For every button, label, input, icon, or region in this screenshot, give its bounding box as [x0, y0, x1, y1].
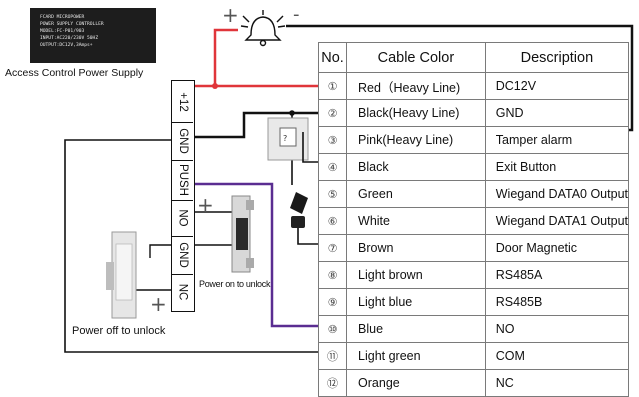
sensor-wire	[297, 228, 320, 245]
cable-description: Wiegand DATA1 Output	[484, 207, 630, 235]
cable-color: Brown	[346, 234, 486, 262]
row-number: ⑦	[317, 234, 348, 262]
cable-color: Light blue	[346, 288, 486, 316]
cable-color: Light green	[346, 342, 486, 370]
minus-sign: -	[293, 4, 300, 25]
plus-sign: +	[150, 292, 167, 316]
cable-color: Black(Heavy Line)	[346, 99, 486, 127]
cable-description: Wiegand DATA0 Output	[484, 180, 630, 208]
terminal-push: PUSH	[176, 164, 189, 196]
cable-description: COM	[484, 342, 630, 370]
row-number: ⑨	[317, 288, 348, 316]
plus-sign: +	[222, 3, 239, 27]
column-header-no: No.	[317, 42, 348, 73]
row-number: ④	[317, 153, 348, 181]
power-off-lock-icon	[106, 231, 137, 319]
terminal-nc: NC	[176, 283, 189, 301]
red-wire	[195, 28, 238, 88]
row-number: ⑥	[317, 207, 348, 235]
table-header-row: No. Cable Color Description	[317, 42, 630, 73]
cable-description: Exit Button	[484, 153, 630, 181]
psu-line: OUTPUT:DC12V,3Amps+	[40, 43, 93, 48]
cable-description: NO	[484, 315, 630, 343]
psu-caption: Access Control Power Supply	[5, 67, 144, 79]
exit-wire	[302, 132, 320, 163]
power-on-lock-icon	[231, 195, 254, 273]
terminal-12v: +12	[176, 91, 189, 112]
psu-line: MODEL:FC-P01/903	[40, 29, 85, 34]
cable-description: RS485A	[484, 261, 630, 289]
psu-line: INPUT:AC220/230V 50HZ	[40, 36, 99, 41]
column-header-color: Cable Color	[346, 42, 486, 73]
row-number: ⑩	[317, 315, 348, 343]
cable-color: Orange	[346, 369, 486, 397]
terminal-gnd: GND	[176, 128, 189, 154]
svg-text:?: ?	[283, 134, 287, 143]
column-header-description: Description	[484, 42, 630, 73]
power-off-lock-caption: Power off to unlock	[72, 325, 166, 337]
cable-color: Blue	[346, 315, 486, 343]
com-wire	[64, 139, 320, 353]
power-supply-panel: FCARD MICROPOWER POWER SUPPLY CONTROLLER…	[30, 8, 156, 63]
cable-description: NC	[484, 369, 630, 397]
cable-color: Black	[346, 153, 486, 181]
cable-description: Door Magnetic	[484, 234, 630, 262]
cable-color: Red（Heavy Line)	[346, 72, 486, 100]
cable-color: Pink(Heavy Line)	[346, 126, 486, 154]
door-sensor-icon	[290, 192, 308, 228]
terminal-block: +12 GND PUSH NO GND NC	[171, 80, 195, 312]
cable-color: Green	[346, 180, 486, 208]
row-number: ⑪	[317, 342, 348, 370]
purple-wire	[195, 182, 320, 328]
row-number: ⑧	[317, 261, 348, 289]
cable-description: RS485B	[484, 288, 630, 316]
psu-line: POWER SUPPLY CONTROLLER	[40, 22, 104, 27]
terminal-gnd-2: GND	[176, 242, 189, 268]
cable-description: DC12V	[484, 72, 630, 100]
row-number: ③	[317, 126, 348, 154]
row-number: ①	[317, 72, 348, 100]
row-number: ⑤	[317, 180, 348, 208]
cable-color: White	[346, 207, 486, 235]
psu-line: FCARD MICROPOWER	[40, 15, 85, 20]
plus-sign: +	[197, 193, 214, 217]
cable-color: Light brown	[346, 261, 486, 289]
power-on-lock-caption: Power on to unlock	[199, 279, 271, 289]
gnd-wire	[195, 111, 320, 139]
alarm-bell-icon	[240, 10, 286, 47]
row-number: ⑫	[317, 369, 348, 397]
exit-button-icon: ?	[267, 117, 309, 161]
cable-description: GND	[484, 99, 630, 127]
cable-description: Tamper alarm	[484, 126, 630, 154]
row-number: ②	[317, 99, 348, 127]
terminal-no: NO	[176, 209, 189, 227]
